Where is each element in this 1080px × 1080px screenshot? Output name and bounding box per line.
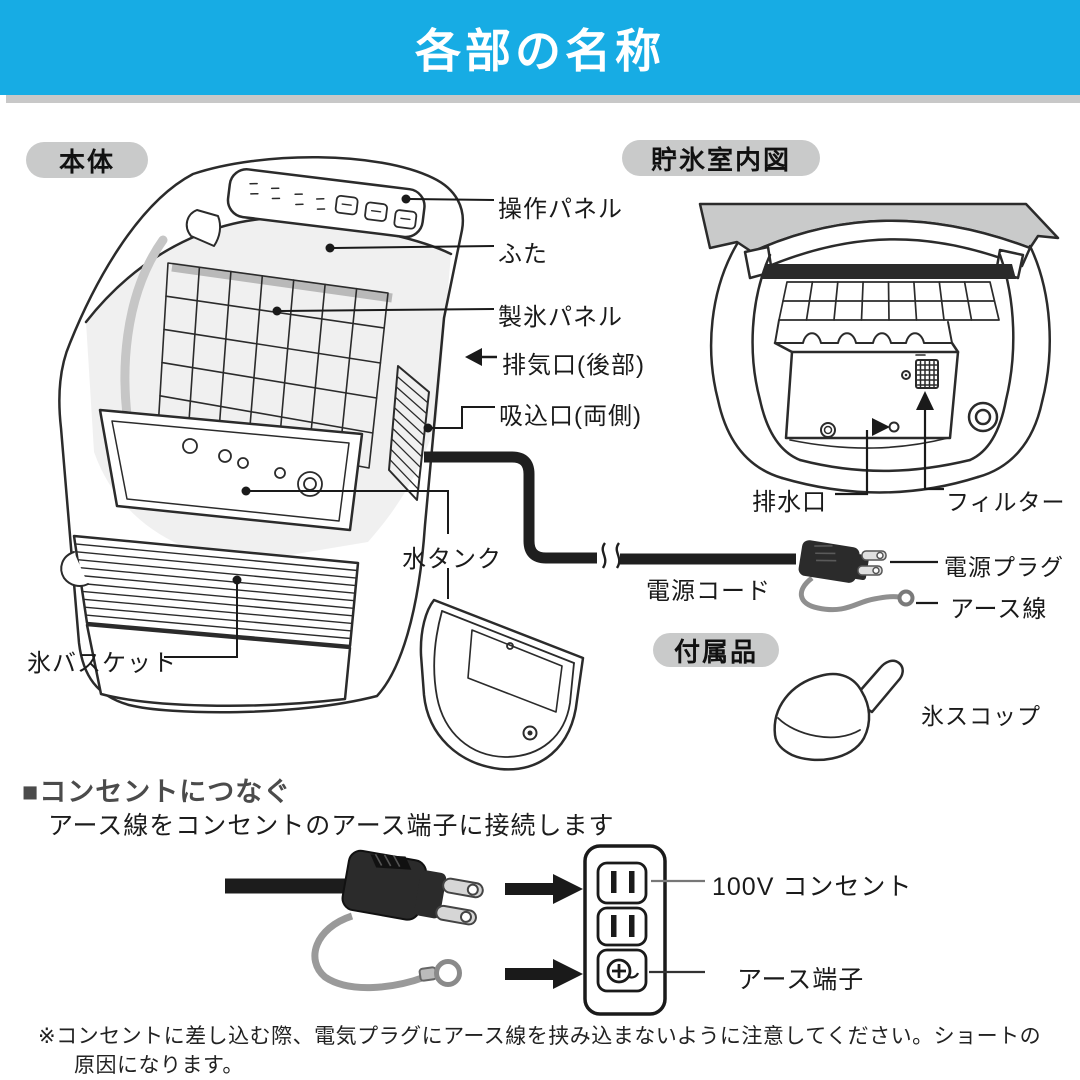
plug-large-art [341,849,484,926]
drain-arrow-icon [872,418,890,436]
storage-room-badge: 貯氷室内図 [622,140,820,176]
page-title: 各部の名称 [415,24,665,77]
label-exhaust-vent: 排気口(後部) [502,352,645,379]
outlet-art [583,844,705,1016]
filter-arrow-icon [916,391,934,410]
drain-hole-art [888,421,900,433]
label-drain: 排水口 [752,489,827,516]
side-vent [388,365,430,501]
page-header: 各部の名称 [0,0,1080,95]
main-unit-callouts [164,194,497,658]
label-filter: フィルター [946,489,1066,515]
header-divider [6,95,1080,103]
label-water-tank: 水タンク [402,546,502,573]
main-unit-badge: 本体 [26,142,148,178]
label-outlet-100v: 100V コンセント [712,873,913,901]
main-unit-illustration [58,156,465,714]
power-plug-art [798,540,938,613]
power-cord-art [424,451,796,569]
storage-callouts [835,391,944,496]
caution-note-line2: 原因になります。 [74,1054,244,1077]
label-power-plug: 電源プラグ [944,554,1064,580]
arrow-right-icon [505,874,583,904]
label-earth-terminal: アース端子 [737,966,865,994]
connect-section-heading: ■コンセントにつなぐ [22,777,292,807]
filter-art [901,354,939,389]
label-intake-vent: 吸込口(両側) [499,403,642,430]
storage-room-illustration [698,202,1060,494]
cord-break-icon [601,542,607,569]
exhaust-arrow-icon [465,348,482,366]
control-panel-art [226,168,426,239]
label-ice-basket: 氷バスケット [27,650,177,677]
accessories-badge: 付属品 [653,633,779,667]
label-control-panel: 操作パネル [498,196,623,223]
connect-section-subheading: アース線をコンセントのアース端子に接続します [48,812,615,840]
connect-illustration [225,844,705,1016]
earth-ring-terminal-large-icon [434,959,462,987]
label-ice-scoop: 氷スコップ [921,703,1041,729]
arrow-right-icon [505,959,583,989]
label-earth-wire: アース線 [950,596,1048,623]
water-tank-illustration [419,598,585,771]
earth-terminal-screw-icon [606,958,640,984]
label-power-cord: 電源コード [646,578,771,605]
label-ice-making-panel: 製氷パネル [498,304,623,331]
label-lid: ふた [498,241,548,268]
ice-scoop-illustration [773,659,904,762]
caution-note-line1: ※コンセントに差し込む際、電気プラグにアース線を挟み込まないように注意してくださ… [38,1025,1042,1048]
earth-ring-terminal-icon [897,589,915,607]
